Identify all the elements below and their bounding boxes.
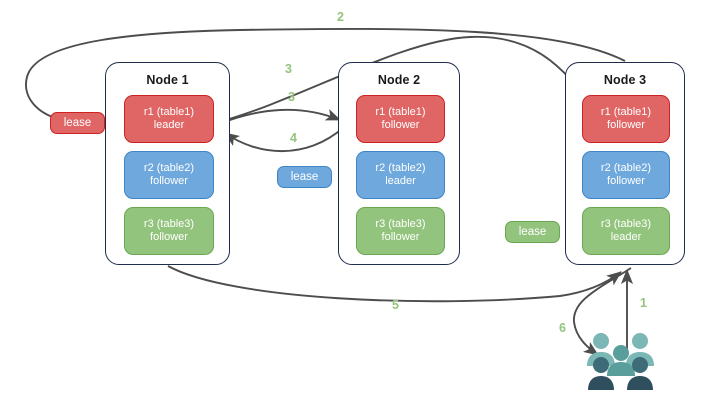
node-2-title: Node 2 xyxy=(377,73,421,87)
node-1-replica-r2[interactable]: r2 (table2) follower xyxy=(124,151,214,199)
node-2[interactable]: Node 2 r1 (table1) follower r2 (table2) … xyxy=(338,62,460,265)
node-1-replica-r1[interactable]: r1 (table1) leader xyxy=(124,95,214,143)
node-3-replica-r3[interactable]: r3 (table3) leader xyxy=(582,207,670,255)
node-1-replica-r2-role: follower xyxy=(150,175,188,187)
node-3-replica-r2-name: r2 (table2) xyxy=(600,161,652,174)
node-2-replica-r3[interactable]: r3 (table3) follower xyxy=(356,207,445,255)
node-3-replica-r1[interactable]: r1 (table1) follower xyxy=(582,95,670,143)
node-3-replica-r2-role: follower xyxy=(607,175,645,187)
node-1-replica-r3-role: follower xyxy=(150,231,188,243)
node-3-title: Node 3 xyxy=(603,73,647,87)
node-1-replica-r3[interactable]: r3 (table3) follower xyxy=(124,207,214,255)
lease-badge-green[interactable]: lease xyxy=(505,221,560,243)
edge-step-3-lower xyxy=(218,108,342,125)
node-2-replica-r2[interactable]: r2 (table2) leader xyxy=(356,151,445,199)
step-label-3-upper: 3 xyxy=(285,62,292,76)
node-2-replica-r2-role: leader xyxy=(385,175,416,187)
node-1-replica-r2-name: r2 (table2) xyxy=(143,161,195,174)
node-1-replica-r1-role: leader xyxy=(153,119,185,131)
edge-step-5 xyxy=(167,265,622,303)
node-2-replica-r1-role: follower xyxy=(381,119,420,131)
step-label-4: 4 xyxy=(290,131,297,145)
node-1-title: Node 1 xyxy=(146,73,189,87)
node-1-replica-r1-name: r1 (table1) xyxy=(143,105,195,118)
node-3-replica-r1-role: follower xyxy=(607,119,645,131)
node-2-replica-r1[interactable]: r1 (table1) follower xyxy=(356,95,445,143)
lease-badge-blue[interactable]: lease xyxy=(277,166,332,188)
node-3-replica-r3-role: leader xyxy=(610,231,642,243)
node-2-replica-r3-name: r3 (table3) xyxy=(375,217,426,230)
lease-badge-red[interactable]: lease xyxy=(50,112,105,134)
node-1[interactable]: Node 1 r1 (table1) leader r2 (table2) fo… xyxy=(105,62,230,265)
step-label-3-lower: 3 xyxy=(288,90,295,104)
step-label-1: 1 xyxy=(640,296,647,310)
node-2-replica-r2-name: r2 (table2) xyxy=(375,161,426,174)
step-label-6: 6 xyxy=(559,321,566,335)
node-2-replica-r1-name: r1 (table1) xyxy=(375,105,426,118)
step-label-5: 5 xyxy=(392,298,399,312)
people-group-icon xyxy=(587,333,654,390)
node-3-replica-r3-name: r3 (table3) xyxy=(600,217,652,230)
clients-actor[interactable] xyxy=(586,331,658,393)
node-3[interactable]: Node 3 r1 (table1) follower r2 (table2) … xyxy=(565,62,685,265)
node-3-replica-r2[interactable]: r2 (table2) follower xyxy=(582,151,670,199)
edge-step-4 xyxy=(224,127,344,153)
node-1-replica-r3-name: r3 (table3) xyxy=(143,217,195,230)
node-2-replica-r3-role: follower xyxy=(381,231,420,243)
node-3-replica-r1-name: r1 (table1) xyxy=(600,105,652,118)
step-label-2: 2 xyxy=(337,10,344,24)
